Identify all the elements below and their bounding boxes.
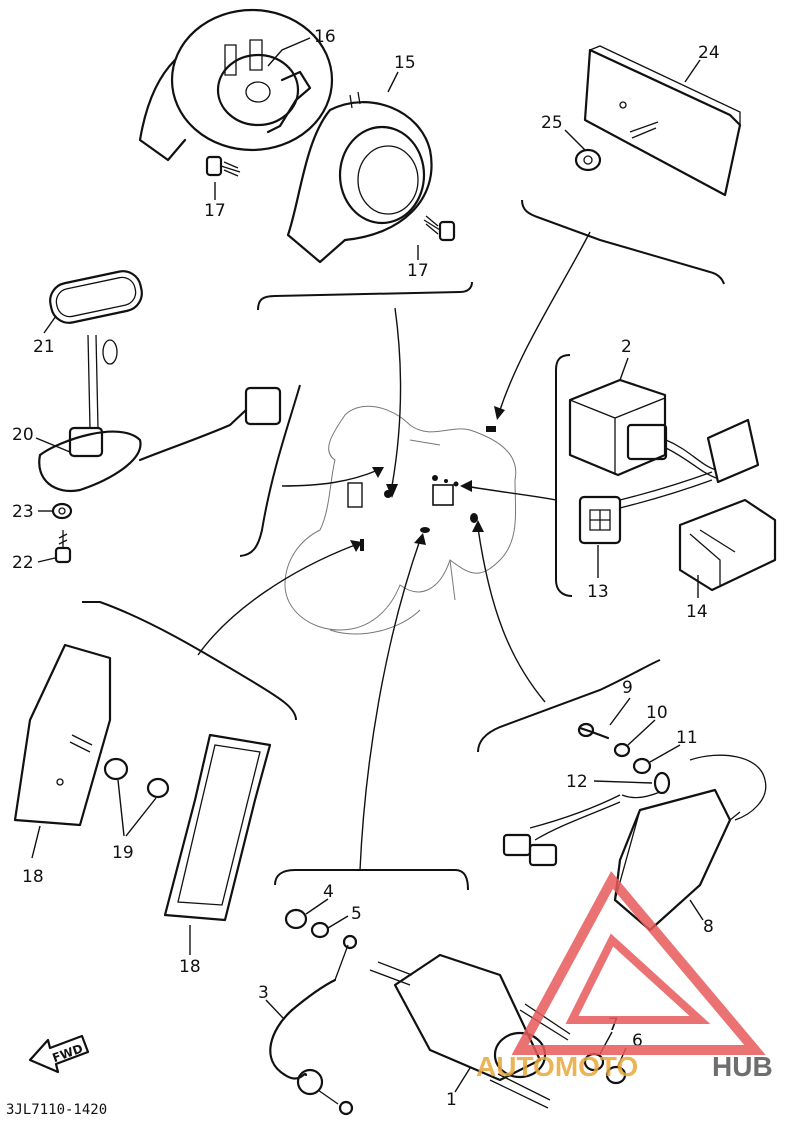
callout-23: 23 xyxy=(12,502,34,522)
callout-18-left: 18 xyxy=(22,867,44,887)
collar-12 xyxy=(653,771,671,795)
nut-11 xyxy=(632,757,652,775)
callout-18-right: 18 xyxy=(179,957,201,977)
callout-21: 21 xyxy=(33,337,55,357)
gasket-21 xyxy=(49,270,143,324)
nut-6 xyxy=(605,1065,627,1085)
callout-25: 25 xyxy=(541,113,563,133)
callout-labels: 16 15 17 17 24 25 21 20 23 22 2 13 14 18… xyxy=(12,27,720,1110)
screw-22 xyxy=(54,530,72,564)
nut-19 xyxy=(103,757,170,799)
leader-arrows xyxy=(197,231,591,871)
bolt-17-lower xyxy=(423,215,456,242)
horn-15 xyxy=(286,91,433,264)
washer-5 xyxy=(310,921,330,939)
starter-relay-1 xyxy=(369,953,571,1109)
callout-13: 13 xyxy=(587,582,609,602)
callout-19: 19 xyxy=(112,843,134,863)
nut-25 xyxy=(574,121,659,172)
lead-wire-3 xyxy=(269,934,358,1116)
callout-14: 14 xyxy=(686,602,708,622)
motorcycle-silhouette xyxy=(284,405,517,635)
watermark-text-automoto: AUTOMOTO xyxy=(476,1051,638,1082)
callout-8: 8 xyxy=(703,917,714,937)
regulator-8 xyxy=(502,754,767,932)
coupler-14 xyxy=(678,498,777,592)
callout-17-lower: 17 xyxy=(407,261,429,281)
coupler-13 xyxy=(578,471,713,545)
callout-2: 2 xyxy=(621,337,632,357)
relay-2 xyxy=(568,378,760,484)
callout-leaders xyxy=(31,37,704,1093)
washer-23 xyxy=(51,502,73,520)
relay-marker xyxy=(432,484,454,506)
watermark-text-hub: HUB xyxy=(712,1051,773,1082)
watermark-logo: AUTOMOTO HUB xyxy=(476,871,773,1082)
side-reflector-18-right xyxy=(163,733,272,922)
callout-15: 15 xyxy=(394,53,416,73)
callout-22: 22 xyxy=(12,553,34,573)
forward-direction-arrow: FWD xyxy=(28,1034,90,1074)
callout-5: 5 xyxy=(351,904,362,924)
callout-24: 24 xyxy=(698,43,720,63)
callout-10: 10 xyxy=(646,703,668,723)
bolt-9 xyxy=(577,722,610,740)
washer-10 xyxy=(613,742,631,758)
callout-6: 6 xyxy=(632,1031,643,1051)
callout-9: 9 xyxy=(622,678,633,698)
tail-light-24 xyxy=(583,45,742,197)
callout-7: 7 xyxy=(608,1015,619,1035)
callout-4: 4 xyxy=(323,882,334,902)
horn-16 xyxy=(138,8,334,162)
bolt-17-upper xyxy=(205,155,241,177)
fuel-sender-20 xyxy=(38,334,282,493)
nut-4 xyxy=(284,908,308,930)
callout-17-upper: 17 xyxy=(204,201,226,221)
drawing-code: 3JL7110-1420 xyxy=(6,1102,107,1118)
section-brackets xyxy=(82,199,725,891)
callout-3: 3 xyxy=(258,983,269,1003)
side-reflector-18-left xyxy=(13,643,112,827)
tail-marker xyxy=(486,426,496,432)
callout-1: 1 xyxy=(446,1090,457,1110)
callout-20: 20 xyxy=(12,425,34,445)
callout-11: 11 xyxy=(676,728,698,748)
callout-16: 16 xyxy=(314,27,336,47)
callout-12: 12 xyxy=(566,772,588,792)
side-reflector-marker xyxy=(347,482,363,508)
